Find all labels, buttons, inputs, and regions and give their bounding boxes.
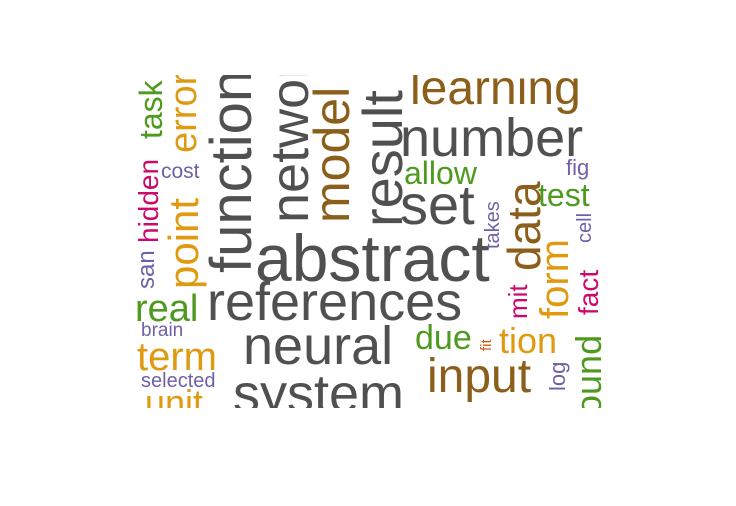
- word-fit: fit: [478, 339, 495, 351]
- word-due: due: [415, 319, 472, 357]
- word-error: error: [163, 75, 205, 153]
- word-learning: learning: [410, 75, 581, 115]
- word-fact: fact: [573, 269, 604, 315]
- word-result: result: [351, 90, 414, 227]
- word-test: test: [538, 177, 590, 213]
- word-allow: allow: [404, 155, 477, 191]
- word-selected: selected: [141, 370, 216, 392]
- word-abstract: abstract: [255, 221, 490, 295]
- word-term: term: [137, 335, 217, 379]
- word-task: task: [135, 80, 169, 139]
- word-hidden: hidden: [135, 158, 164, 243]
- word-log: log: [545, 361, 570, 391]
- word-system: system: [233, 364, 405, 408]
- word-cell: cell: [574, 212, 596, 243]
- word-form: form: [533, 239, 577, 319]
- word-references: references: [207, 272, 463, 332]
- word-point: point: [160, 197, 207, 289]
- word-set: set: [400, 173, 475, 236]
- word-sample: san: [135, 250, 160, 289]
- word-cost: cost: [161, 160, 200, 183]
- word-mit: mit: [503, 284, 533, 319]
- word-tion: tion: [499, 320, 558, 361]
- word-real: real: [135, 288, 199, 330]
- word-number: number: [400, 108, 584, 168]
- word-model: model: [304, 86, 360, 223]
- word-brain: brain: [141, 320, 184, 341]
- word-takes: takes: [482, 201, 504, 249]
- word-function: function: [199, 75, 264, 273]
- word-cloud: abstract references neural system number…: [135, 75, 605, 408]
- word-neural: neural: [243, 316, 394, 376]
- word-found: ound: [568, 334, 605, 408]
- word-unit: unit: [145, 382, 204, 409]
- word-fig: fig: [566, 155, 590, 180]
- word-input: input: [427, 350, 532, 403]
